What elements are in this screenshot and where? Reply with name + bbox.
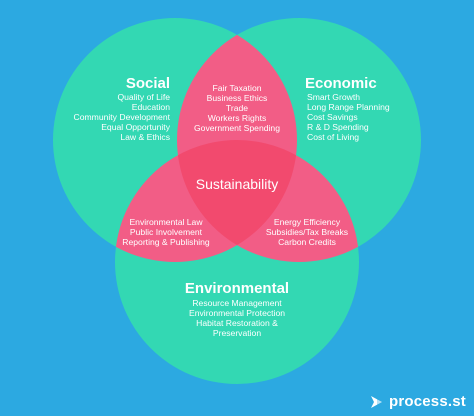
economic-heading: Economic (305, 75, 377, 92)
economic-item: Cost of Living (307, 132, 359, 142)
environmental-item: Habitat Restoration & (196, 318, 278, 328)
process-st-logo: process.st (369, 393, 466, 410)
economic-item: R & D Spending (307, 122, 369, 132)
social-item: Law & Ethics (120, 132, 170, 142)
social-economic-item: Government Spending (194, 123, 280, 133)
economic-environmental-item: Carbon Credits (278, 237, 336, 247)
social-item: Quality of Life (117, 92, 170, 102)
social-item: Education (132, 102, 170, 112)
social-economic-item: Trade (226, 103, 248, 113)
environmental-item: Resource Management (192, 298, 282, 308)
economic-environmental-item: Subsidies/Tax Breaks (266, 227, 348, 237)
economic-item: Cost Savings (307, 112, 358, 122)
social-economic-item: Fair Taxation (212, 83, 261, 93)
social-environmental-item: Reporting & Publishing (122, 237, 210, 247)
social-economic-item: Workers Rights (208, 113, 267, 123)
environmental-heading: Environmental (185, 280, 289, 297)
process-st-logo-icon (370, 395, 382, 408)
social-economic-item: Business Ethics (207, 93, 268, 103)
social-item: Community Development (74, 112, 171, 122)
process-st-logo-text: process.st (388, 393, 466, 410)
environmental-item: Environmental Protection (189, 308, 285, 318)
economic-item: Smart Growth (307, 92, 360, 102)
economic-item: Long Range Planning (307, 102, 390, 112)
sustainability-label: Sustainability (196, 176, 279, 192)
social-environmental-item: Environmental Law (129, 217, 203, 227)
social-heading: Social (126, 75, 170, 92)
social-item: Equal Opportunity (101, 122, 170, 132)
economic-environmental-overlap (177, 140, 359, 262)
economic-environmental-item: Energy Efficiency (274, 217, 341, 227)
social-environmental-item: Public Involvement (130, 227, 203, 237)
social-environmental-overlap (115, 140, 297, 262)
environmental-item: Preservation (213, 328, 261, 338)
